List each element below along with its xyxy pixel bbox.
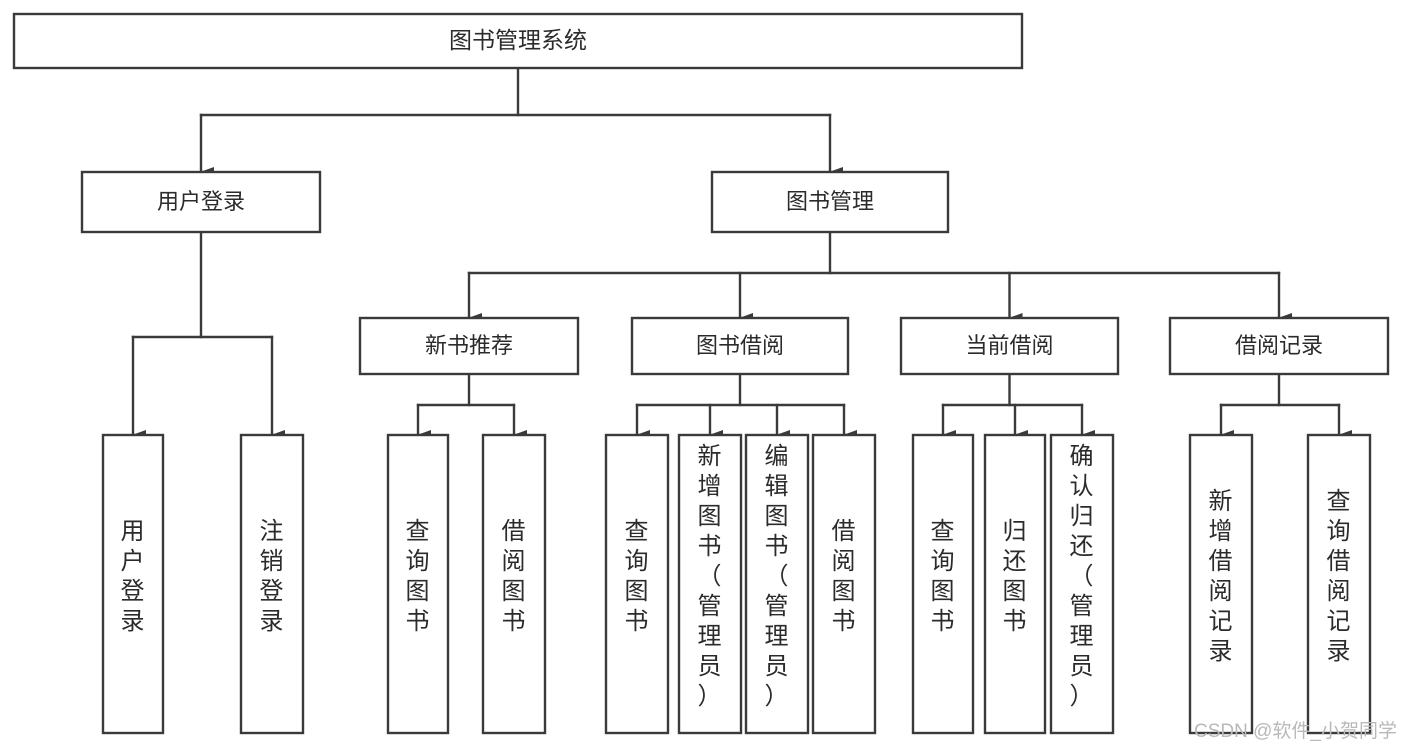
node-rect[interactable] <box>12 12 1024 70</box>
node-label: 查询图书 <box>931 518 956 635</box>
node-level2-0[interactable]: 用户登录 <box>80 170 322 234</box>
node-label: 确认归还（管理员） <box>1070 443 1095 710</box>
node-rect[interactable] <box>677 433 743 735</box>
node-rect[interactable] <box>744 433 810 735</box>
node-label: 注销登录 <box>260 518 285 635</box>
node-rect[interactable] <box>911 433 975 735</box>
node-level3-1[interactable]: 图书借阅 <box>630 316 850 376</box>
node-label: 借阅记录 <box>1235 333 1323 358</box>
node-rect[interactable] <box>1168 316 1390 376</box>
node-label: 新书推荐 <box>425 333 513 358</box>
node-rect[interactable] <box>1306 433 1372 735</box>
node-level2-1[interactable]: 图书管理 <box>710 170 950 234</box>
node-label: 归还图书 <box>1003 518 1028 635</box>
node-label: 当前借阅 <box>965 333 1053 358</box>
node-leaf-6[interactable]: 编辑图书（管理员） <box>744 433 810 735</box>
node-leaf-1[interactable]: 注销登录 <box>239 433 305 735</box>
node-leaf-0[interactable]: 用户登录 <box>101 433 165 735</box>
node-rect[interactable] <box>101 433 165 735</box>
node-rect[interactable] <box>239 433 305 735</box>
node-rect[interactable] <box>811 433 877 735</box>
node-label: 查询图书 <box>406 518 431 635</box>
node-rect[interactable] <box>983 433 1047 735</box>
node-leaf-9[interactable]: 归还图书 <box>983 433 1047 735</box>
node-leaf-2[interactable]: 查询图书 <box>386 433 450 735</box>
node-leaf-10[interactable]: 确认归还（管理员） <box>1049 433 1115 735</box>
node-rect[interactable] <box>358 316 580 376</box>
node-label: 查询图书 <box>625 518 650 635</box>
node-rect[interactable] <box>710 170 950 234</box>
node-label: 编辑图书（管理员） <box>765 443 790 710</box>
node-label: 图书管理 <box>786 189 874 214</box>
node-rect[interactable] <box>481 433 547 735</box>
node-rect[interactable] <box>386 433 450 735</box>
node-boxes: 图书管理系统用户登录图书管理新书推荐图书借阅当前借阅借阅记录用户登录注销登录查询… <box>12 12 1390 735</box>
node-rect[interactable] <box>604 433 670 735</box>
node-leaf-11[interactable]: 新增借阅记录 <box>1188 433 1254 735</box>
node-leaf-3[interactable]: 借阅图书 <box>481 433 547 735</box>
node-leaf-4[interactable]: 查询图书 <box>604 433 670 735</box>
csdn-watermark: CSDN @软件_小贺同学 <box>1194 721 1397 742</box>
node-label: 新增借阅记录 <box>1209 488 1234 665</box>
node-label: 借阅图书 <box>502 518 527 635</box>
node-rect[interactable] <box>899 316 1120 376</box>
node-label: 新增图书（管理员） <box>698 443 723 710</box>
node-label: 用户登录 <box>157 189 245 214</box>
node-rect[interactable] <box>1188 433 1254 735</box>
node-level3-2[interactable]: 当前借阅 <box>899 316 1120 376</box>
node-root-0[interactable]: 图书管理系统 <box>12 12 1024 70</box>
node-rect[interactable] <box>80 170 322 234</box>
node-leaf-12[interactable]: 查询借阅记录 <box>1306 433 1372 735</box>
node-leaf-5[interactable]: 新增图书（管理员） <box>677 433 743 735</box>
node-leaf-7[interactable]: 借阅图书 <box>811 433 877 735</box>
node-rect[interactable] <box>630 316 850 376</box>
node-label: 用户登录 <box>121 518 146 635</box>
connector-lines <box>131 66 1352 440</box>
node-rect[interactable] <box>1049 433 1115 735</box>
node-label: 查询借阅记录 <box>1327 488 1352 665</box>
node-level3-0[interactable]: 新书推荐 <box>358 316 580 376</box>
node-label: 借阅图书 <box>832 518 857 635</box>
node-leaf-8[interactable]: 查询图书 <box>911 433 975 735</box>
node-level3-3[interactable]: 借阅记录 <box>1168 316 1390 376</box>
node-label: 图书管理系统 <box>449 27 587 53</box>
node-label: 图书借阅 <box>696 333 784 358</box>
